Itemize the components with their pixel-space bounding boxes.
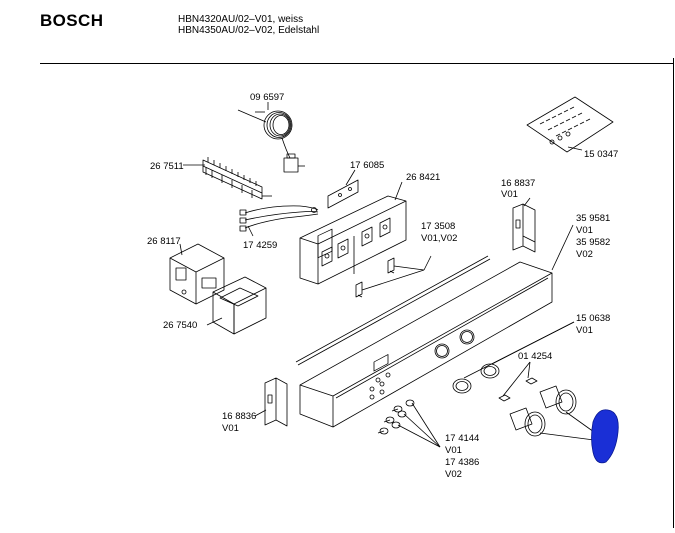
- highlight-marker: [591, 409, 619, 464]
- thermostat-part: [237, 102, 305, 173]
- clip-parts: [355, 257, 395, 298]
- knob-parts: [509, 385, 577, 437]
- right-bracket-part: [512, 203, 536, 253]
- part-label-014254: 01 4254: [518, 351, 552, 362]
- screw-bag-part: [526, 96, 614, 153]
- part-label-359581: 35 9581: [576, 213, 610, 224]
- part-labels: 09 6597 26 7511 17 6085 26 8421 16 8837 …: [147, 92, 618, 480]
- part-label-174144-variant: V01: [445, 445, 462, 456]
- part-label-267511: 26 7511: [150, 161, 184, 172]
- bracket-part: [327, 179, 359, 209]
- part-label-359582-variant: V02: [576, 249, 593, 260]
- small-clip-parts: [498, 377, 538, 402]
- knob-ring-parts: [452, 363, 500, 394]
- part-label-150638: 15 0638: [576, 313, 610, 324]
- rod-part: [295, 255, 491, 366]
- header-rule: [40, 63, 674, 64]
- terminal-block-part: [202, 157, 272, 200]
- part-label-096597: 09 6597: [250, 92, 284, 103]
- part-label-168837: 16 8837: [501, 178, 535, 189]
- part-label-174259: 17 4259: [243, 240, 277, 251]
- part-label-168837-variant: V01: [501, 189, 518, 200]
- frame-part: [212, 276, 267, 335]
- wiring-part: [239, 205, 319, 232]
- part-label-174386: 17 4386: [445, 457, 479, 468]
- switch-module-part: [299, 195, 407, 285]
- part-label-150638-variant: V01: [576, 325, 593, 336]
- part-label-174386-variant: V02: [445, 469, 462, 480]
- part-label-268117: 26 8117: [147, 236, 181, 247]
- part-label-268421: 26 8421: [406, 172, 440, 183]
- frame-right-rule: [673, 58, 674, 528]
- part-label-173508: 17 3508: [421, 221, 455, 232]
- part-label-168836: 16 8836: [222, 411, 256, 422]
- part-label-267540: 26 7540: [163, 320, 197, 331]
- model-line-2: HBN4350AU/02–V02, Edelstahl: [178, 25, 320, 36]
- part-label-150347: 15 0347: [584, 149, 618, 160]
- part-label-359582: 35 9582: [576, 237, 610, 248]
- push-button-parts: [377, 399, 415, 435]
- part-label-176085: 17 6085: [350, 160, 384, 171]
- part-label-168836-variant: V01: [222, 423, 239, 434]
- part-label-173508-variant: V01,V02: [421, 233, 457, 244]
- left-bracket-part: [264, 377, 288, 427]
- leader-lines: [179, 111, 595, 448]
- model-line-1: HBN4320AU/02–V01, weiss: [178, 14, 304, 25]
- brand-logo: BOSCH: [40, 11, 104, 30]
- part-label-174144: 17 4144: [445, 433, 479, 444]
- control-panel-part: [299, 261, 553, 428]
- part-label-359581-variant: V01: [576, 225, 593, 236]
- module-box-part: [169, 243, 225, 305]
